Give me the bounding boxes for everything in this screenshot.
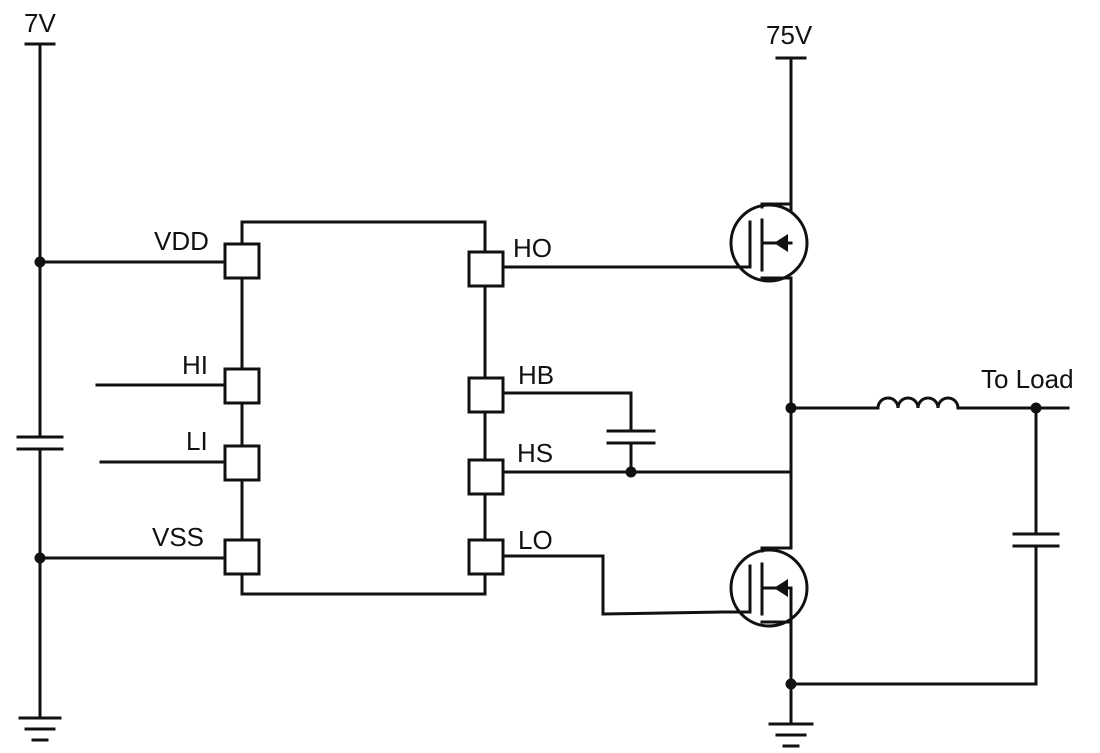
pin-vdd: VDD bbox=[38, 226, 261, 280]
pin-lo-label: LO bbox=[518, 525, 553, 555]
pin-hs: HS bbox=[467, 438, 553, 496]
pin-hi-label: HI bbox=[182, 350, 208, 380]
high-side-mosfet bbox=[720, 202, 809, 283]
low-supply-label: 7V bbox=[24, 8, 56, 38]
wire-lo-gate bbox=[501, 554, 724, 616]
pin-hb: HB bbox=[467, 360, 554, 414]
junction-ground bbox=[785, 678, 797, 690]
low-side-mosfet bbox=[720, 546, 809, 628]
high-supply-label: 75V bbox=[766, 20, 813, 50]
driver-ic: VDD HI LI VSS HO HB HS bbox=[38, 220, 554, 596]
pin-ho-label: HO bbox=[513, 233, 552, 263]
pin-lo: LO bbox=[467, 525, 553, 576]
ic-body bbox=[240, 220, 487, 596]
ground-right-icon bbox=[768, 722, 814, 748]
pin-ho: HO bbox=[467, 233, 552, 288]
to-load-label: To Load bbox=[981, 364, 1074, 394]
output-capacitor bbox=[1012, 406, 1060, 686]
junction-hs bbox=[625, 466, 637, 478]
pin-hi: HI bbox=[95, 350, 261, 405]
pin-li: LI bbox=[99, 426, 261, 482]
pin-li-label: LI bbox=[186, 426, 208, 456]
pin-hs-label: HS bbox=[517, 438, 553, 468]
low-supply: 7V bbox=[16, 8, 64, 742]
pin-vdd-label: VDD bbox=[154, 226, 209, 256]
output-inductor bbox=[876, 396, 960, 410]
pin-vss-label: VSS bbox=[152, 522, 204, 552]
high-supply: 75V bbox=[766, 20, 813, 206]
pin-vss: VSS bbox=[38, 522, 261, 576]
ground-left-icon bbox=[18, 716, 62, 742]
supply-capacitor bbox=[16, 435, 64, 451]
pin-hb-label: HB bbox=[518, 360, 554, 390]
